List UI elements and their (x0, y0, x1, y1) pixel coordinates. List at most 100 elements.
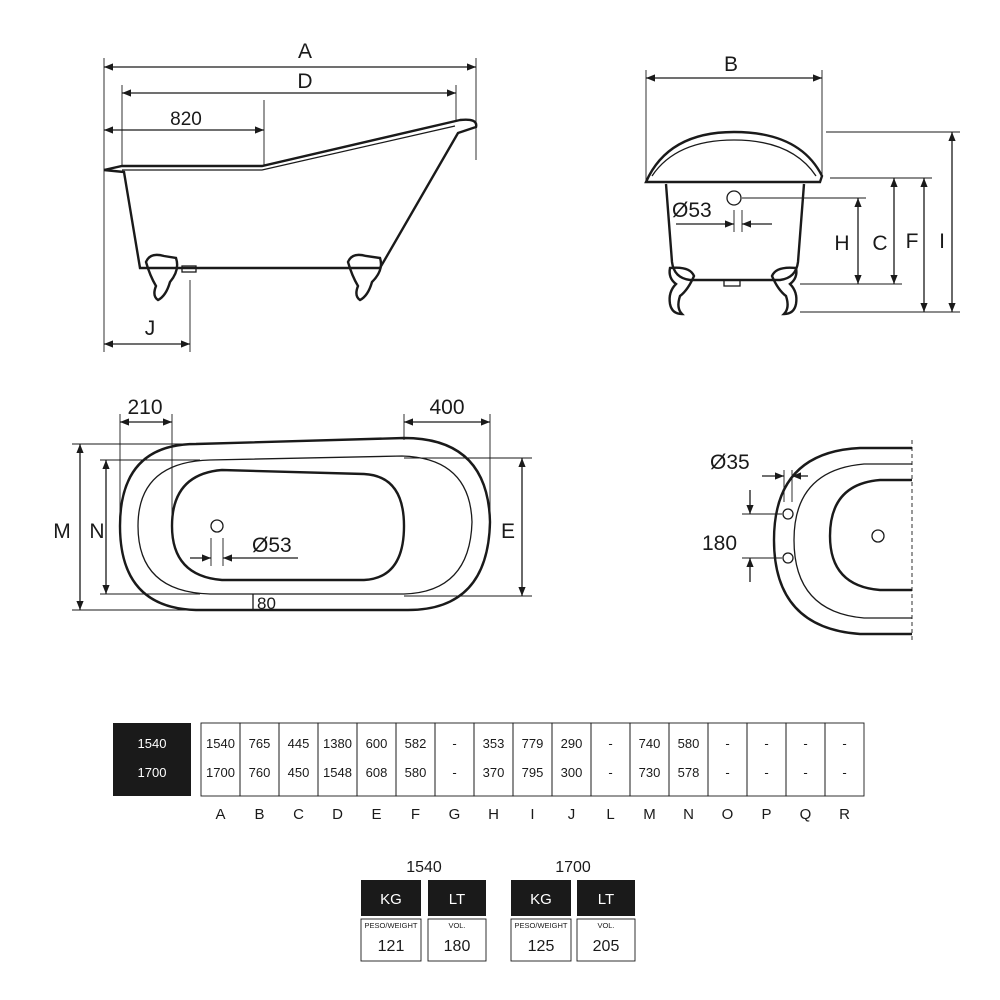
detail-view-inner (793, 463, 912, 619)
side-view-drain (181, 265, 197, 273)
weight-value-1540: 121 (378, 938, 405, 955)
table-cell-1700-M: 730 (639, 765, 661, 780)
table-column-cell (629, 722, 670, 797)
top-view-outer-rim (118, 436, 492, 612)
table-cell-1540-J: 290 (561, 736, 583, 751)
capacity-1700: 1700 KG LT PESO/WEIGHT VOL. 125 205 (510, 859, 636, 962)
model-header-block (113, 723, 191, 796)
end-view-drain (723, 279, 741, 287)
side-view-tub-rim (122, 125, 456, 171)
table-cells: 1540170076576044545013801548600608582580… (206, 736, 847, 780)
table-cell-1700-B: 760 (249, 765, 271, 780)
detail-view-overflow-hole-bottom (782, 552, 794, 564)
dim-label-M: M (53, 520, 71, 543)
table-cell-1540-E: 600 (366, 736, 388, 751)
top-view: 210 400 M N E Ø53 80 (53, 396, 532, 613)
table-cell-1540-C: 445 (288, 736, 310, 751)
table-cell-1540-I: 779 (522, 736, 544, 751)
table-cell-1540-A: 1540 (206, 736, 235, 751)
detail-view-overflow-hole-top (782, 508, 794, 520)
capacity-model-1700: 1700 (555, 859, 591, 876)
model-label-1700: 1700 (138, 765, 167, 780)
table-column-cell (590, 722, 631, 797)
column-label-M: M (643, 806, 656, 823)
dim-label-820: 820 (170, 109, 202, 130)
table-cell-1700-R: - (842, 765, 846, 780)
dim-label-210: 210 (127, 396, 162, 419)
column-label-A: A (215, 806, 225, 823)
table-cell-1700-C: 450 (288, 765, 310, 780)
table-column-cell (473, 722, 514, 797)
dim-label-C: C (872, 232, 887, 255)
capacity-1540: 1540 KG LT PESO/WEIGHT VOL. 121 180 (360, 859, 487, 962)
column-label-E: E (371, 806, 381, 823)
table-column-cell (239, 722, 280, 797)
table-cell-1700-P: - (764, 765, 768, 780)
table-cell-1700-L: - (608, 765, 612, 780)
table-column-cell (785, 722, 826, 797)
weight-value-1700: 125 (528, 938, 555, 955)
model-label-1540: 1540 (138, 736, 167, 751)
dim-label-H: H (834, 232, 849, 255)
end-view-right-foot (770, 266, 798, 316)
kg-header-1700 (511, 880, 571, 916)
column-label-I: I (530, 806, 534, 823)
column-label-C: C (293, 806, 304, 823)
table-cell-1700-D: 1548 (323, 765, 352, 780)
detail-view: Ø35 180 (702, 440, 913, 640)
table-cell-1700-H: 370 (483, 765, 505, 780)
end-view-overflow-hole (726, 190, 742, 206)
dim-label-80: 80 (257, 594, 276, 613)
dim-label-N: N (89, 520, 104, 543)
table-column-cell (395, 722, 436, 797)
table-column-cell (512, 722, 553, 797)
dim-label-400: 400 (429, 396, 464, 419)
table-cell-1540-L: - (608, 736, 612, 751)
dim-label-A: A (298, 40, 312, 63)
table-cell-1700-E: 608 (366, 765, 388, 780)
table-column-cell (707, 722, 748, 797)
column-label-F: F (411, 806, 420, 823)
end-view-rim (644, 130, 824, 184)
detail-view-drain-hole (871, 529, 885, 543)
column-label-N: N (683, 806, 694, 823)
lt-header-1540 (428, 880, 486, 916)
column-label-L: L (606, 806, 614, 823)
lt-label-1540: LT (449, 891, 465, 908)
dim-label-J: J (145, 317, 156, 340)
side-view-right-foot (346, 253, 383, 302)
table-cell-1540-D: 1380 (323, 736, 352, 751)
dim-label-B: B (724, 53, 738, 76)
table-cell-1700-Q: - (803, 765, 807, 780)
table-cell-1700-O: - (725, 765, 729, 780)
vol-caption-1700: VOL. (597, 921, 614, 930)
table-column-cell (746, 722, 787, 797)
capacity-model-1540: 1540 (406, 859, 442, 876)
table-column-cell (551, 722, 592, 797)
dim-label-F: F (906, 230, 919, 253)
table-column-cell (824, 722, 865, 797)
dim-label-diam53-top: Ø53 (252, 534, 292, 557)
table-column-cell (668, 722, 709, 797)
dim-label-diam53-end: Ø53 (672, 199, 712, 222)
volume-value-1700: 205 (593, 938, 620, 955)
end-view-inner-rim (651, 139, 817, 177)
table-cell-1540-R: - (842, 736, 846, 751)
column-label-G: G (449, 806, 461, 823)
side-view-left-foot (144, 253, 179, 302)
side-view-tub-outline (103, 118, 478, 270)
table-cell-1540-P: - (764, 736, 768, 751)
column-label-H: H (488, 806, 499, 823)
table-cell-1700-G: - (452, 765, 456, 780)
top-view-inner-rim (137, 455, 473, 595)
table-cell-1700-A: 1700 (206, 765, 235, 780)
table-cell-1700-I: 795 (522, 765, 544, 780)
table-column-cell (278, 722, 319, 797)
table-column-cell (434, 722, 475, 797)
column-label-O: O (722, 806, 734, 823)
table-cell-1540-H: 353 (483, 736, 505, 751)
table-column-cell (200, 722, 241, 797)
table-cell-1700-F: 580 (405, 765, 427, 780)
